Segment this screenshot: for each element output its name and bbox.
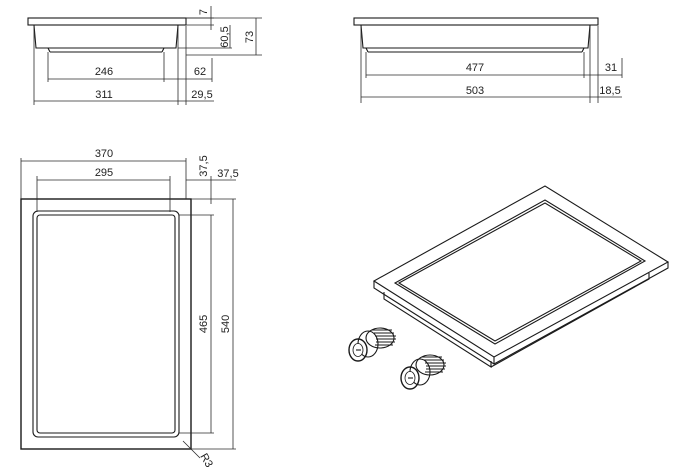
top-view-height-inner: 465 xyxy=(198,315,210,333)
side-a-height-total: 73 xyxy=(244,31,256,43)
top-view-width-inner: 295 xyxy=(95,167,113,179)
top-view-width-outer: 370 xyxy=(95,148,113,160)
side-b-offset-a: 31 xyxy=(605,62,617,74)
side-a-width-outer: 311 xyxy=(95,89,113,101)
top-view-height-outer: 540 xyxy=(220,315,232,333)
top-view-outer xyxy=(20,198,192,450)
control-knob-icon xyxy=(348,327,396,362)
control-knob-icon xyxy=(400,354,446,390)
top-view-corner-radius: R3 xyxy=(197,452,214,470)
top-view-margin-top: 37,5 xyxy=(198,155,210,176)
side-b-width-outer: 503 xyxy=(466,85,484,97)
top-view-margin-side: 37,5 xyxy=(217,168,238,180)
side-a-height-thickness: 7 xyxy=(198,9,210,15)
side-a-top-plate xyxy=(27,17,187,26)
side-b-offset-b: 18,5 xyxy=(599,85,620,97)
side-a-body xyxy=(33,24,179,49)
side-a-offset-b: 29,5 xyxy=(191,89,212,101)
side-view-a: 7 60,5 73 246 62 311 29,5 xyxy=(27,6,262,105)
iso-view xyxy=(348,185,670,390)
top-view: 370 295 37,5 37,5 465 540 R3 xyxy=(20,148,239,470)
side-b-width-inner: 477 xyxy=(466,62,484,74)
side-b-body xyxy=(360,24,591,49)
side-a-offset-a: 62 xyxy=(194,66,206,78)
side-b-top-plate xyxy=(353,17,599,26)
side-view-b: 477 31 503 18,5 xyxy=(353,17,623,103)
side-a-height-inner: 60,5 xyxy=(219,26,231,47)
top-view-inner xyxy=(32,210,180,438)
side-a-width-inner: 246 xyxy=(95,66,113,78)
iso-cooktop-plate xyxy=(372,185,670,358)
